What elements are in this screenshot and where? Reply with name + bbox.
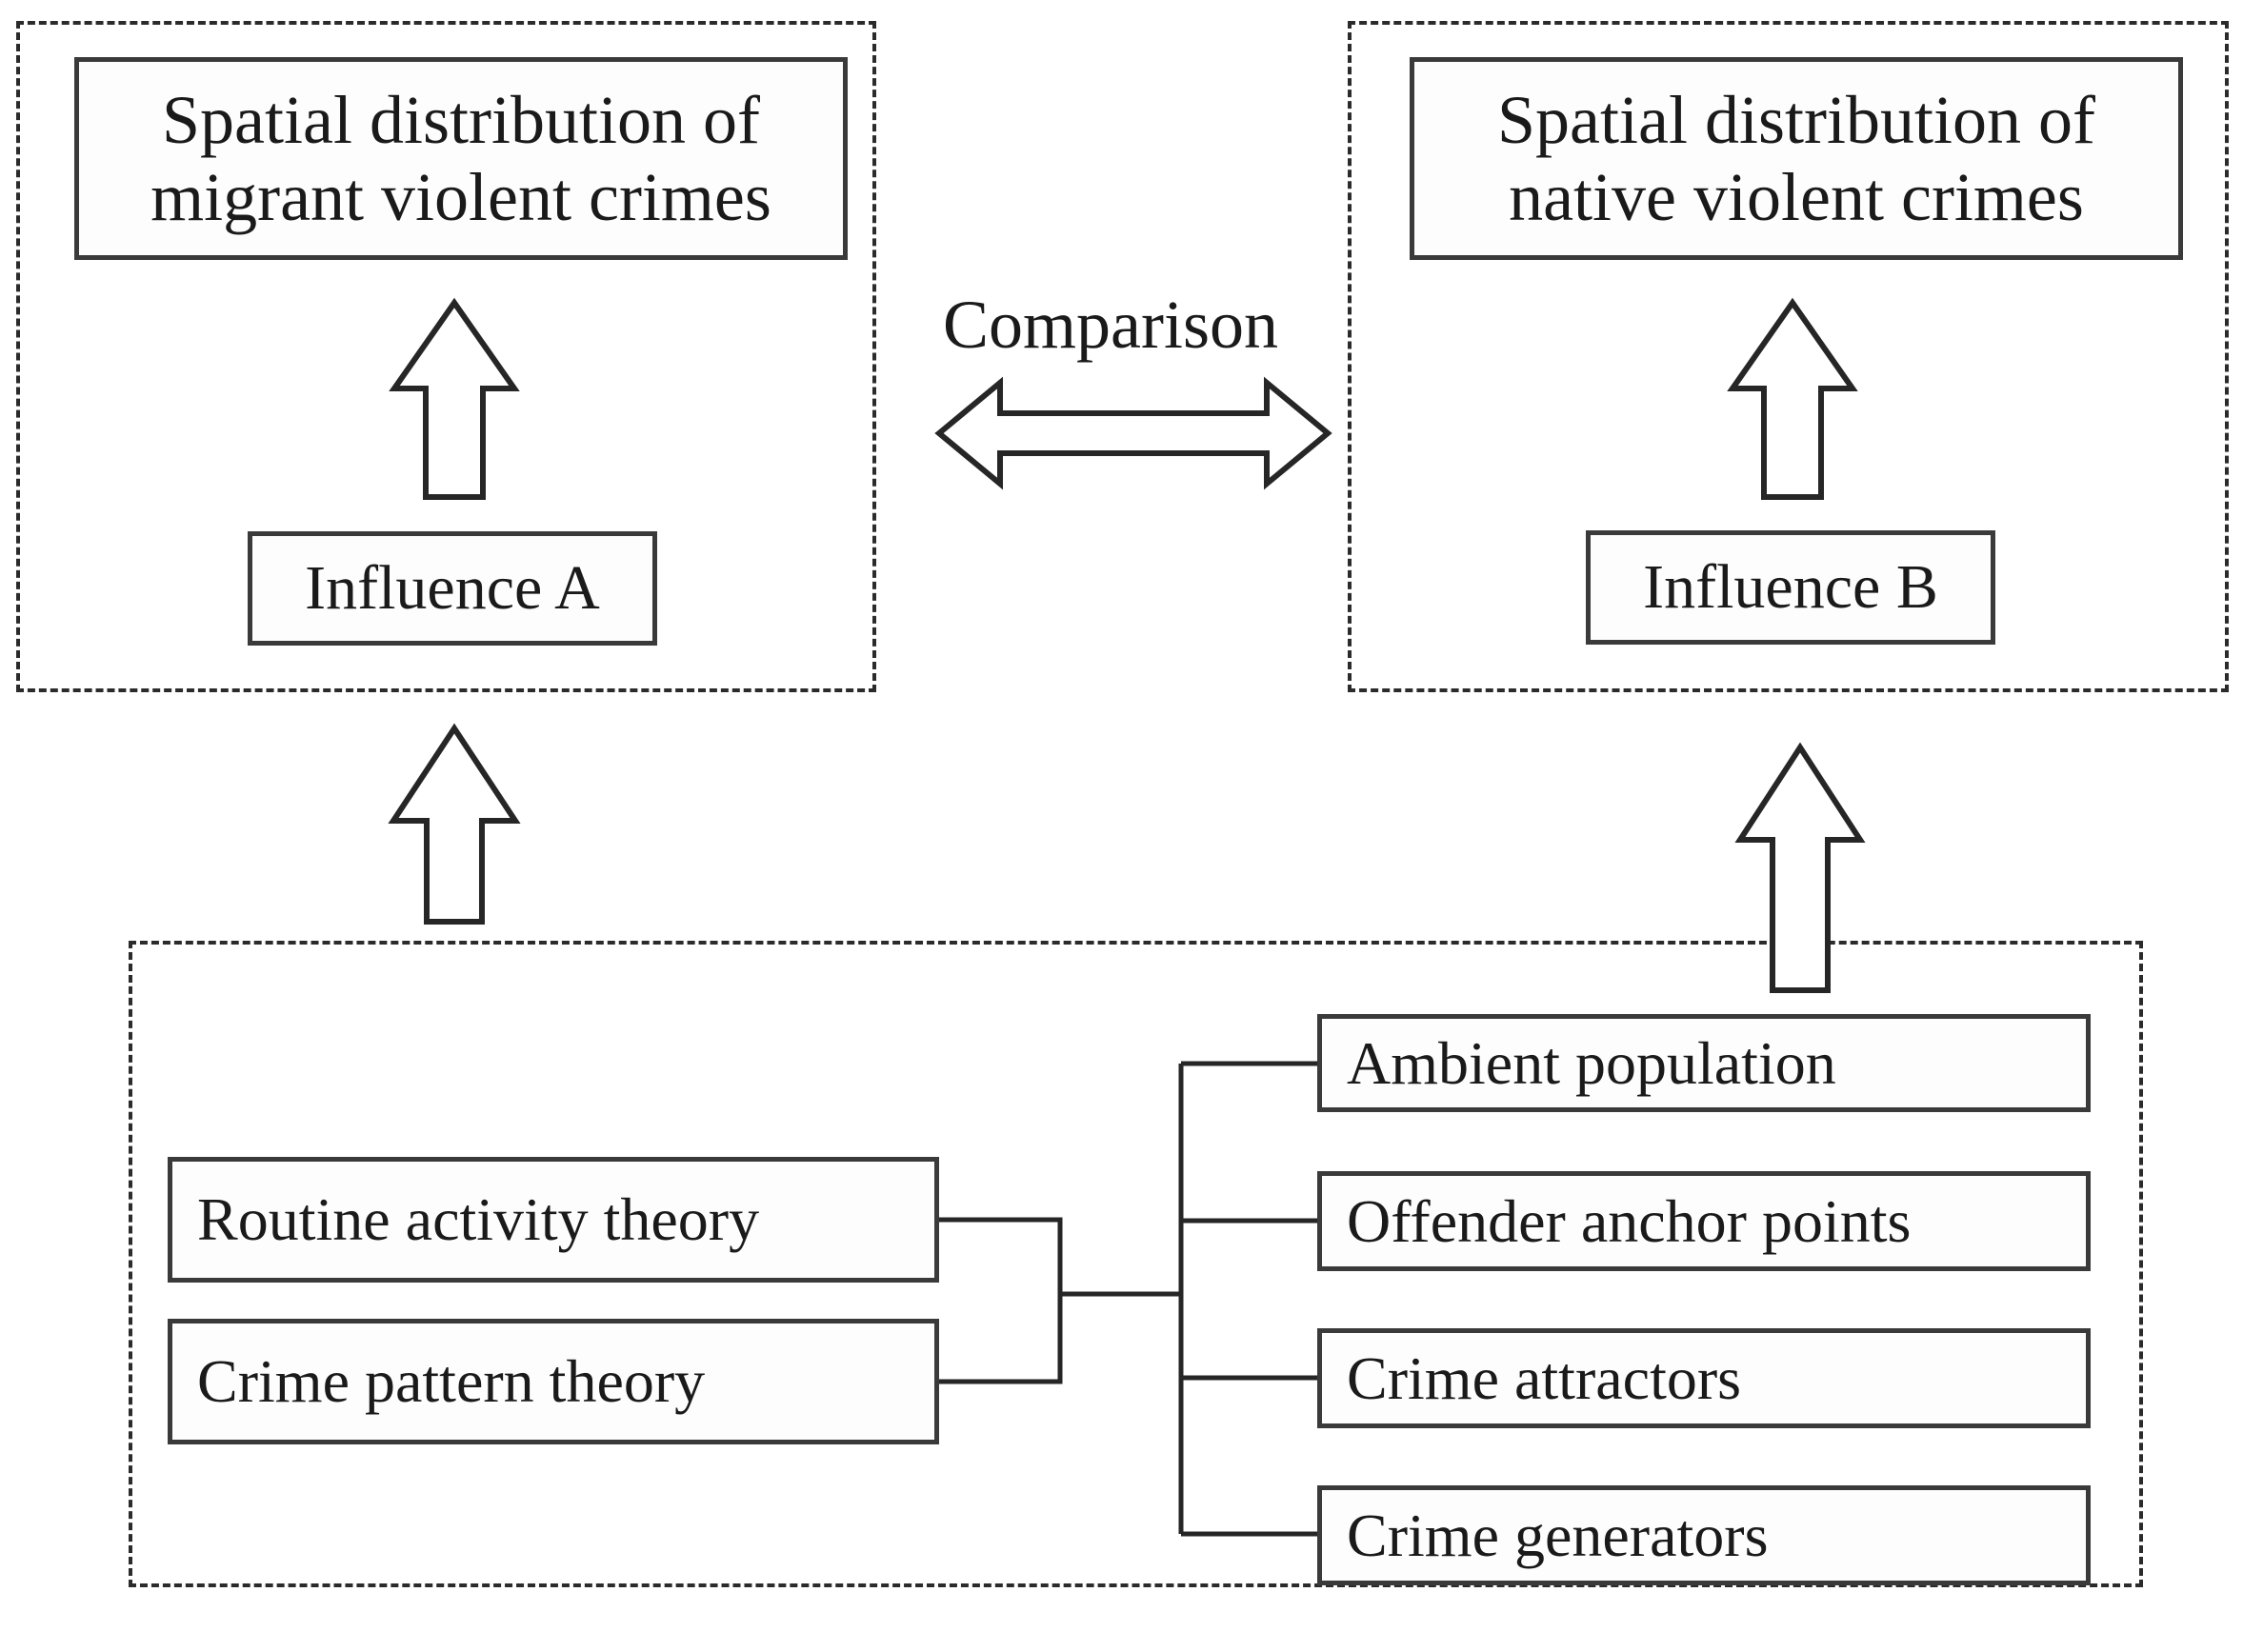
node-crime-generators[interactable]: Crime generators xyxy=(1317,1485,2091,1585)
node-crime-attractors[interactable]: Crime attractors xyxy=(1317,1328,2091,1428)
migrant-group-panel xyxy=(16,21,876,692)
node-ambient-population[interactable]: Ambient population xyxy=(1317,1014,2091,1112)
node-native-outcome[interactable]: Spatial distribution of native violent c… xyxy=(1410,57,2183,260)
theory-group-panel xyxy=(129,941,2143,1587)
double-headed-comparison-arrow xyxy=(934,376,1332,490)
node-offender-anchor-points[interactable]: Offender anchor points xyxy=(1317,1171,2091,1271)
node-influence-a[interactable]: Influence A xyxy=(248,531,657,646)
native-group-panel xyxy=(1348,21,2229,692)
up-arrow-theory-group-to-migrant-group xyxy=(388,723,521,925)
node-crime-pattern-theory[interactable]: Crime pattern theory xyxy=(168,1319,939,1444)
comparison-label: Comparison xyxy=(943,287,1278,363)
node-migrant-outcome[interactable]: Spatial distribution of migrant violent … xyxy=(74,57,848,260)
node-influence-b[interactable]: Influence B xyxy=(1586,530,1995,645)
node-routine-activity-theory[interactable]: Routine activity theory xyxy=(168,1157,939,1283)
